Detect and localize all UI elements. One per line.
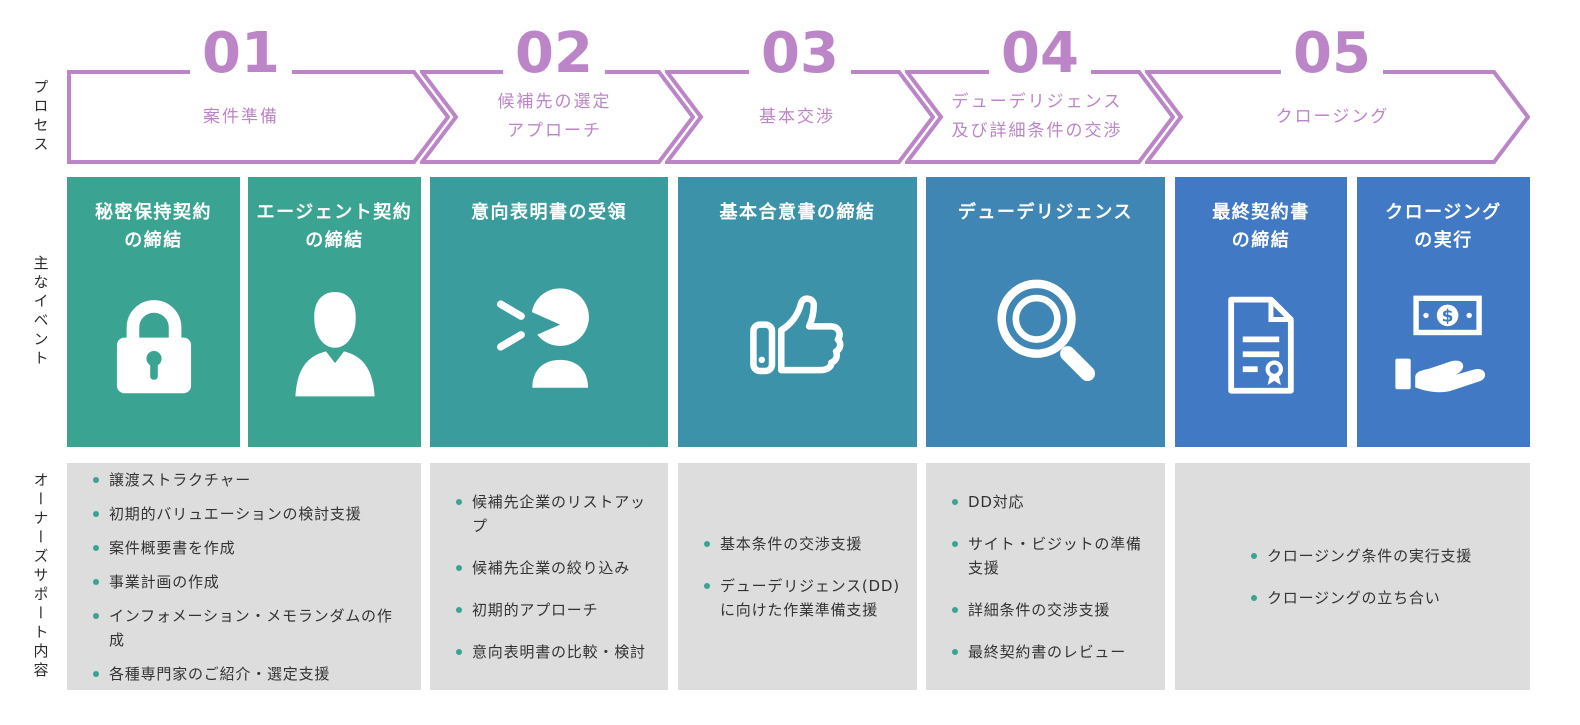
support-list: 基本条件の交渉支援デューデリジェンス(DD)に向けた作業準備支援 — [678, 463, 917, 690]
bullet-dot-icon — [1251, 552, 1257, 559]
bullet-dot-icon — [1251, 594, 1257, 601]
support-item: 候補先企業の絞り込み — [456, 556, 654, 580]
step-number-04: 04 — [989, 24, 1091, 83]
support-item: クロージング条件の実行支援 — [1251, 544, 1516, 568]
chevron-banner-5 — [1145, 70, 1530, 164]
event-box-loi: 意向表明書の受領 — [430, 177, 668, 447]
event-title: 意向表明書の受領 — [471, 202, 627, 223]
bullet-dot-icon — [704, 540, 710, 547]
bullet-dot-icon — [952, 498, 958, 505]
event-box-final-contract: 最終契約書 の締結 — [1175, 177, 1347, 447]
bullet-dot-icon — [93, 578, 99, 585]
step-label-5: クロージング — [1275, 106, 1390, 127]
chevron-banner-1 — [67, 70, 450, 164]
support-item: デューデリジェンス(DD)に向けた作業準備支援 — [704, 574, 903, 622]
support-item: 候補先企業のリストアップ — [456, 490, 654, 538]
support-item: 譲渡ストラクチャー — [93, 468, 407, 492]
speaking-person-icon — [484, 227, 614, 447]
bullet-dot-icon — [93, 612, 99, 619]
event-title: エージェント契約 の締結 — [256, 202, 413, 251]
support-item: 事業計画の作成 — [93, 570, 407, 594]
support-item: 詳細条件の交渉支援 — [952, 598, 1151, 622]
support-list: 候補先企業のリストアップ候補先企業の絞り込み初期的アプローチ意向表明書の比較・検… — [430, 463, 668, 690]
svg-text:$: $ — [1441, 307, 1453, 327]
event-title: 最終契約書 の締結 — [1212, 202, 1310, 251]
event-box-agent: エージェント契約 の締結 — [248, 177, 421, 447]
event-box-basic-agreement: 基本合意書の締結 — [678, 177, 917, 447]
support-column-1: 譲渡ストラクチャー初期的バリュエーションの検討支援案件概要書を作成事業計画の作成… — [67, 463, 421, 690]
event-title: クロージング の実行 — [1385, 202, 1502, 251]
support-item: クロージングの立ち合い — [1251, 586, 1516, 610]
thumbs-up-icon — [733, 227, 863, 447]
bullet-dot-icon — [93, 476, 99, 483]
chevron-shape — [67, 70, 450, 164]
chevron-shape — [665, 70, 935, 164]
bullet-dot-icon — [456, 564, 462, 571]
step-label-3: 基本交渉 — [759, 106, 835, 127]
bullet-dot-icon — [93, 510, 99, 517]
chevron-shape — [420, 70, 695, 164]
bullet-dot-icon — [93, 544, 99, 551]
support-item: DD対応 — [952, 490, 1151, 514]
step-number-01: 01 — [190, 24, 292, 83]
money-hand-icon: $ — [1381, 255, 1507, 447]
bullet-dot-icon — [704, 582, 710, 589]
chevron-shape — [1145, 70, 1530, 164]
bullet-dot-icon — [952, 606, 958, 613]
chevron-banner-2 — [420, 70, 695, 164]
chevron-banner-3 — [665, 70, 935, 164]
support-column-3: 基本条件の交渉支援デューデリジェンス(DD)に向けた作業準備支援 — [678, 463, 917, 690]
support-item: インフォメーション・メモランダムの作成 — [93, 604, 407, 652]
event-box-closing: クロージング の実行 $ — [1357, 177, 1530, 447]
agent-person-icon — [272, 255, 398, 447]
row-label-process: プロセス — [31, 79, 50, 155]
event-title: 秘密保持契約 の締結 — [95, 202, 212, 251]
bullet-dot-icon — [456, 606, 462, 613]
contract-document-icon — [1203, 255, 1319, 447]
step-number-05: 05 — [1281, 24, 1383, 83]
support-item: 初期的アプローチ — [456, 598, 654, 622]
lock-icon — [95, 255, 213, 447]
magnifier-icon — [980, 227, 1112, 447]
step-number-02: 02 — [503, 24, 605, 83]
event-title: 基本合意書の締結 — [719, 202, 876, 223]
bullet-dot-icon — [952, 648, 958, 655]
step-label-2: 候補先の選定 アプローチ — [497, 92, 612, 141]
chevron-shape — [905, 70, 1175, 164]
bullet-dot-icon — [93, 670, 99, 677]
row-label-main-events: 主なイベント — [31, 255, 50, 369]
support-item: 各種専門家のご紹介・選定支援 — [93, 662, 407, 686]
step-label-4: デューデリジェンス 及び詳細条件の交渉 — [951, 92, 1123, 141]
support-list: 譲渡ストラクチャー初期的バリュエーションの検討支援案件概要書を作成事業計画の作成… — [67, 463, 421, 690]
support-item: 意向表明書の比較・検討 — [456, 640, 654, 664]
step-number-03: 03 — [749, 24, 851, 83]
bullet-dot-icon — [456, 498, 462, 505]
support-item: サイト・ビジットの準備支援 — [952, 532, 1151, 580]
support-list: クロージング条件の実行支援クロージングの立ち合い — [1175, 463, 1530, 690]
support-item: 案件概要書を作成 — [93, 536, 407, 560]
support-column-2: 候補先企業のリストアップ候補先企業の絞り込み初期的アプローチ意向表明書の比較・検… — [430, 463, 668, 690]
event-box-due-diligence: デューデリジェンス — [926, 177, 1165, 447]
support-item: 初期的バリュエーションの検討支援 — [93, 502, 407, 526]
event-box-nda: 秘密保持契約 の締結 — [67, 177, 240, 447]
event-title: デューデリジェンス — [957, 202, 1134, 223]
chevron-banner-4 — [905, 70, 1175, 164]
support-column-5: クロージング条件の実行支援クロージングの立ち合い — [1175, 463, 1530, 690]
support-item: 最終契約書のレビュー — [952, 640, 1151, 664]
support-column-4: DD対応サイト・ビジットの準備支援詳細条件の交渉支援最終契約書のレビュー — [926, 463, 1165, 690]
bullet-dot-icon — [456, 648, 462, 655]
support-item: 基本条件の交渉支援 — [704, 532, 903, 556]
row-label-support: オーナーズサポート内容 — [31, 472, 50, 681]
step-label-1: 案件準備 — [203, 106, 279, 127]
bullet-dot-icon — [952, 540, 958, 547]
support-list: DD対応サイト・ビジットの準備支援詳細条件の交渉支援最終契約書のレビュー — [926, 463, 1165, 690]
